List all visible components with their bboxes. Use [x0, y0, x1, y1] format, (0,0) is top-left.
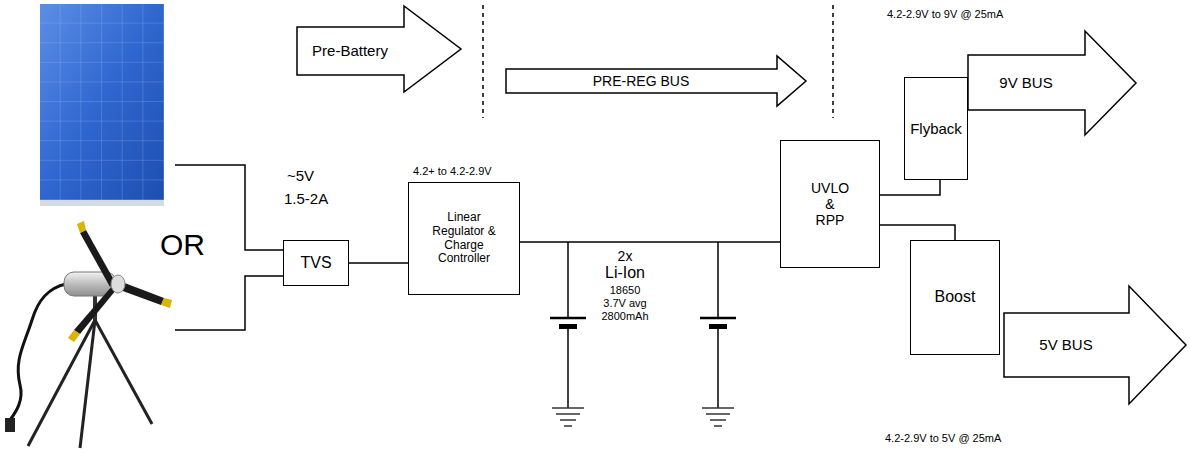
turbine-blade — [80, 230, 114, 287]
ground-symbol — [552, 407, 584, 409]
annotation: 4.2-2.9V to 5V @ 25mA — [885, 432, 1001, 445]
tripod-leg — [95, 320, 152, 424]
tripod-leg — [80, 320, 95, 448]
ground-symbol — [710, 419, 726, 421]
battery-wire — [567, 329, 569, 408]
bus-arrow: PRE-REG BUS — [505, 55, 807, 107]
battery-symbol — [700, 317, 736, 320]
arrow-outline — [506, 56, 806, 106]
solar-panel — [40, 4, 164, 200]
annotation: 4.2+ to 4.2-2.9V — [413, 165, 492, 178]
bus-arrow: 5V BUS — [1003, 285, 1187, 405]
arrow-outline — [1003, 285, 1187, 405]
annotation: Li-Ion — [605, 264, 645, 282]
bus-arrow: 9V BUS — [967, 30, 1137, 136]
text-group: Flyback — [910, 120, 962, 137]
ground-symbol — [706, 413, 730, 415]
battery-wire — [567, 242, 569, 318]
battery-symbol — [559, 324, 577, 329]
turbine-blade — [74, 286, 116, 334]
battery-symbol — [550, 317, 586, 320]
circuit-block: Flyback — [904, 77, 968, 180]
text-group: PRE-REG BUS — [593, 73, 689, 89]
arrow-outline — [1004, 286, 1186, 404]
text-group: 9V BUS — [999, 74, 1052, 91]
turbine-plug — [5, 418, 15, 432]
blade-tip — [68, 330, 80, 342]
wire — [880, 225, 955, 240]
flow-arrow: Pre-Battery — [296, 5, 462, 93]
battery-wire — [717, 242, 719, 318]
text-group: 5V BUS — [1039, 336, 1092, 353]
block-label: Boost — [935, 288, 976, 306]
ground-symbol — [556, 413, 580, 415]
annotation: 1.5-2A — [284, 190, 328, 207]
battery-wire — [717, 329, 719, 408]
blade-tip — [161, 298, 172, 308]
annotation: 2x — [618, 248, 633, 264]
turbine-hub — [111, 275, 125, 293]
arrow-label: PRE-REG BUS — [593, 73, 689, 89]
wire — [880, 180, 940, 195]
block-label: Flyback — [910, 120, 962, 137]
turbine-cable — [10, 284, 66, 420]
tripod-leg — [28, 320, 95, 446]
input-wire — [175, 276, 283, 330]
annotation: ~5V — [287, 167, 314, 184]
circuit-block: TVS — [283, 240, 349, 286]
annotation: 2800mAh — [601, 310, 648, 323]
solar-cells — [40, 4, 164, 200]
annotation: OR — [160, 228, 205, 263]
turbine-blade — [120, 282, 164, 305]
text-group: UVLO & RPP — [811, 180, 849, 228]
block-label: UVLO & RPP — [811, 180, 849, 228]
ground-symbol — [702, 407, 734, 409]
arrow-text-area: 9V BUS — [967, 55, 1085, 110]
annotation: 4.2-2.9V to 9V @ 25mA — [887, 8, 1003, 21]
circuit-block: Boost — [910, 240, 1000, 355]
arrow-text-area: PRE-REG BUS — [505, 69, 777, 93]
block-label: TVS — [300, 254, 331, 272]
panel-frame — [40, 200, 164, 206]
wire — [349, 262, 408, 264]
arrow-label: Pre-Battery — [312, 42, 388, 59]
annotation: 3.7V avg — [603, 297, 646, 310]
ground-symbol — [564, 425, 572, 427]
ground-symbol — [714, 425, 722, 427]
block-label: Linear Regulator & Charge Controller — [424, 211, 504, 266]
blade-tip — [77, 221, 86, 233]
ground-symbol — [560, 419, 576, 421]
section-divider — [832, 5, 834, 118]
arrow-outline — [297, 6, 461, 92]
text-group: TVS — [300, 254, 331, 272]
section-divider — [482, 5, 484, 118]
arrow-label: 5V BUS — [1039, 336, 1092, 353]
text-group: Linear Regulator & Charge Controller — [424, 211, 504, 266]
arrow-text-area: 5V BUS — [1003, 313, 1129, 377]
text-group: Pre-Battery — [312, 42, 388, 59]
circuit-block: Linear Regulator & Charge Controller — [408, 182, 520, 295]
arrow-text-area: Pre-Battery — [296, 27, 404, 75]
circuit-block: UVLO & RPP — [780, 140, 880, 268]
battery-symbol — [709, 324, 727, 329]
arrow-outline — [968, 31, 1136, 135]
text-group: Boost — [935, 288, 976, 306]
annotation: 18650 — [610, 284, 641, 297]
arrow-label: 9V BUS — [999, 74, 1052, 91]
wire — [520, 241, 780, 243]
